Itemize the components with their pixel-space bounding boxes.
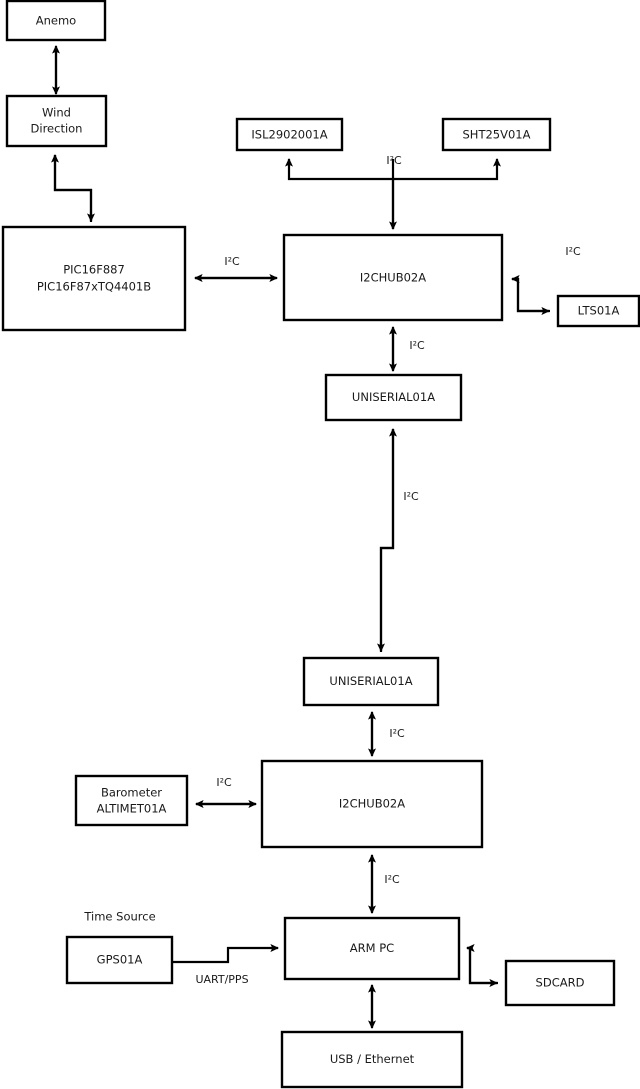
node-i2chub02a-top[interactable]: I2CHUB02A [282, 233, 504, 322]
edge-label-hub-lts: I²C [565, 245, 581, 258]
node-sht25v01a[interactable]: SHT25V01A [441, 117, 552, 152]
node-label-lts01a: LTS01A [578, 304, 620, 318]
node-label-i2chub02a-bottom: I2CHUB02A [339, 797, 405, 811]
node-label-pic-line2: PIC16F87xTQ4401B [37, 280, 151, 294]
edge-armpc-sdcard [465, 944, 499, 987]
edge-label-uniserial-hub-bottom: I²C [389, 727, 405, 740]
edge-label-hub-uniserial: I²C [409, 339, 425, 352]
node-uniserial01a-bottom[interactable]: UNISERIAL01A [302, 656, 440, 707]
edge-gps-armpc: UART/PPS [172, 944, 280, 986]
edge-label-hub-armpc: I²C [384, 873, 400, 886]
edge-label-gps-armpc: UART/PPS [195, 973, 248, 986]
edge-hub-sensors: I²C [285, 154, 501, 231]
node-label-pic-line1: PIC16F887 [63, 263, 125, 277]
edge-label-hub-sensors: I²C [386, 154, 402, 167]
node-label-wind-direction-line2: Direction [31, 122, 83, 136]
node-pic-mcu[interactable]: PIC16F887 PIC16F87xTQ4401B [1, 225, 187, 332]
node-label-isl2902001a: ISL2902001A [251, 128, 327, 142]
node-barometer-altimet01a[interactable]: Barometer ALTIMET01A [74, 774, 189, 827]
node-label-usb-ethernet: USB / Ethernet [330, 1052, 415, 1066]
edge-label-barometer-hub: I²C [216, 776, 232, 789]
node-lts01a[interactable]: LTS01A [556, 294, 640, 328]
node-label-uniserial01a-top: UNISERIAL01A [352, 390, 435, 404]
node-label-gps01a: GPS01A [97, 953, 143, 967]
node-label-sht25v01a: SHT25V01A [463, 128, 531, 142]
label-time-source: Time Source [83, 910, 155, 924]
node-i2chub02a-bottom[interactable]: I2CHUB02A [260, 759, 484, 849]
edge-uniserial-hub-bottom: I²C [368, 710, 405, 758]
node-uniserial01a-top[interactable]: UNISERIAL01A [324, 373, 463, 422]
edge-label-pic-hub: I²C [224, 255, 240, 268]
node-label-wind-direction-line1: Wind [42, 106, 71, 120]
edge-hub-lts: I²C [510, 245, 581, 315]
node-label-arm-pc: ARM PC [350, 941, 394, 955]
node-gps01a[interactable]: GPS01A [65, 935, 174, 985]
node-anemo[interactable]: Anemo [5, 0, 107, 42]
node-isl2902001a[interactable]: ISL2902001A [235, 117, 344, 152]
node-label-anemo: Anemo [36, 14, 76, 28]
node-label-sdcard: SDCARD [536, 976, 585, 990]
edge-pic-hub: I²C [193, 255, 279, 282]
node-label-uniserial01a-bottom: UNISERIAL01A [329, 674, 412, 688]
edge-wind-pic [51, 153, 95, 223]
node-label-barometer-line1: Barometer [101, 786, 162, 800]
edge-uniserial-link: I²C [377, 427, 419, 653]
node-label-barometer-line2: ALTIMET01A [97, 802, 167, 816]
node-label-i2chub02a-top: I2CHUB02A [360, 271, 426, 285]
node-wind-direction[interactable]: Wind Direction [5, 94, 108, 148]
node-usb-ethernet[interactable]: USB / Ethernet [280, 1030, 464, 1089]
edge-hub-armpc: I²C [368, 853, 400, 915]
node-arm-pc[interactable]: ARM PC [283, 916, 461, 981]
node-sdcard[interactable]: SDCARD [504, 959, 616, 1007]
edge-barometer-hub: I²C [194, 776, 258, 808]
edge-hub-uniserial: I²C [389, 325, 425, 373]
edge-label-uniserial-link: I²C [403, 490, 419, 503]
